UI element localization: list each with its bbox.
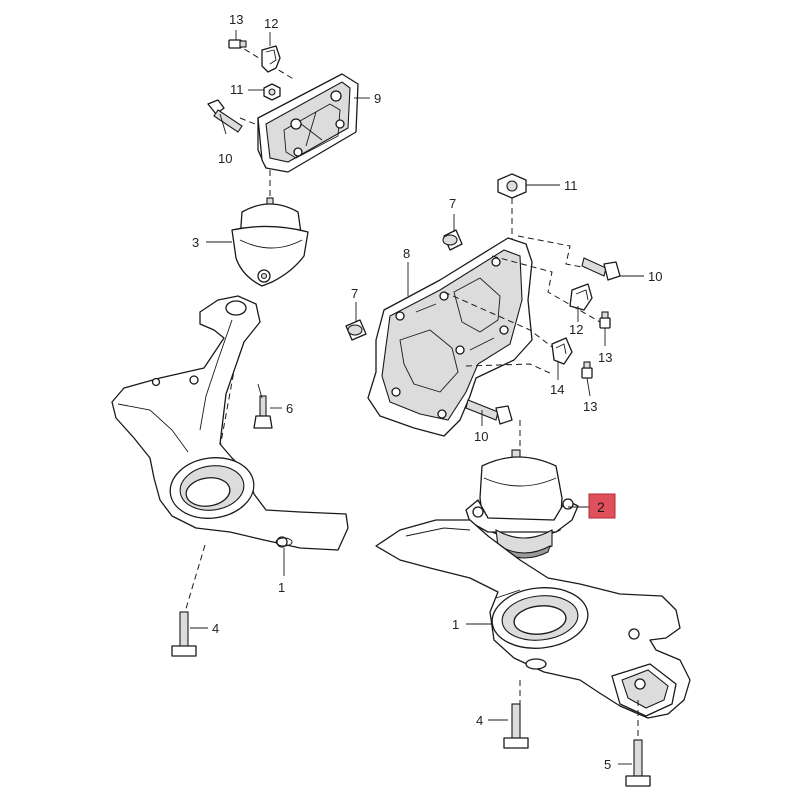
- bolt-4-left: [171, 611, 197, 657]
- right-bracket-dash-1: [517, 235, 621, 275]
- leader-13c: [586, 377, 591, 397]
- bolt-5: [625, 739, 651, 787]
- callout-7a: 7: [449, 196, 456, 211]
- callout-12b: 12: [569, 322, 583, 337]
- callout-11a: 11: [230, 82, 244, 97]
- callout-10c: 10: [474, 429, 488, 444]
- callout-14: 14: [550, 382, 564, 397]
- clip-14: [551, 337, 573, 365]
- left-bolt-axis: [184, 544, 206, 613]
- mount-3: [231, 197, 309, 287]
- callout-13a: 13: [229, 12, 243, 27]
- bolt-10-left: [207, 99, 243, 133]
- bolt-10-right-lower: [465, 399, 513, 425]
- bolt-10-right-upper: [581, 257, 621, 281]
- subframe-1-left: [111, 295, 349, 551]
- callout-4a: 4: [212, 621, 219, 636]
- bolt-4-right: [503, 703, 529, 749]
- callout-7b: 7: [351, 286, 358, 301]
- callout-3: 3: [192, 235, 199, 250]
- bolt-6: [253, 383, 273, 429]
- left-bolt10-axis: [239, 117, 261, 127]
- callout-13c: 13: [583, 399, 597, 414]
- callout-5: 5: [604, 757, 611, 772]
- right-bracket-dash-4: [465, 363, 553, 375]
- callout-1b: 1: [452, 617, 459, 632]
- bolt-13-right-lower: [581, 361, 593, 379]
- bolt-13-right-upper: [599, 311, 611, 329]
- callout-4b: 4: [476, 713, 483, 728]
- bracket-8: [367, 237, 533, 437]
- callout-9: 9: [374, 91, 381, 106]
- callout-10b: 10: [648, 269, 662, 284]
- bushing-7-lower: [345, 319, 367, 341]
- callout-6: 6: [286, 401, 293, 416]
- bolt-13-left: [228, 39, 247, 49]
- callout-13b: 13: [598, 350, 612, 365]
- bracket-9: [257, 73, 359, 173]
- callout-10a: 10: [218, 151, 232, 166]
- clip-12-left: [261, 45, 281, 73]
- clip-12-right: [569, 283, 593, 311]
- subframe-1-right: [375, 519, 691, 719]
- leader-10a: [219, 113, 227, 135]
- callout-2: 2: [597, 499, 605, 515]
- callout-12a: 12: [264, 16, 278, 31]
- nut-11-right: [497, 173, 527, 199]
- bushing-7-upper: [442, 229, 463, 251]
- callout-8: 8: [403, 246, 410, 261]
- callout-2-box: [588, 493, 616, 519]
- nut-11-left: [263, 83, 281, 101]
- callout-11b: 11: [564, 178, 578, 193]
- callout-1a: 1: [278, 580, 285, 595]
- right-bracket-dash-3: [443, 291, 557, 351]
